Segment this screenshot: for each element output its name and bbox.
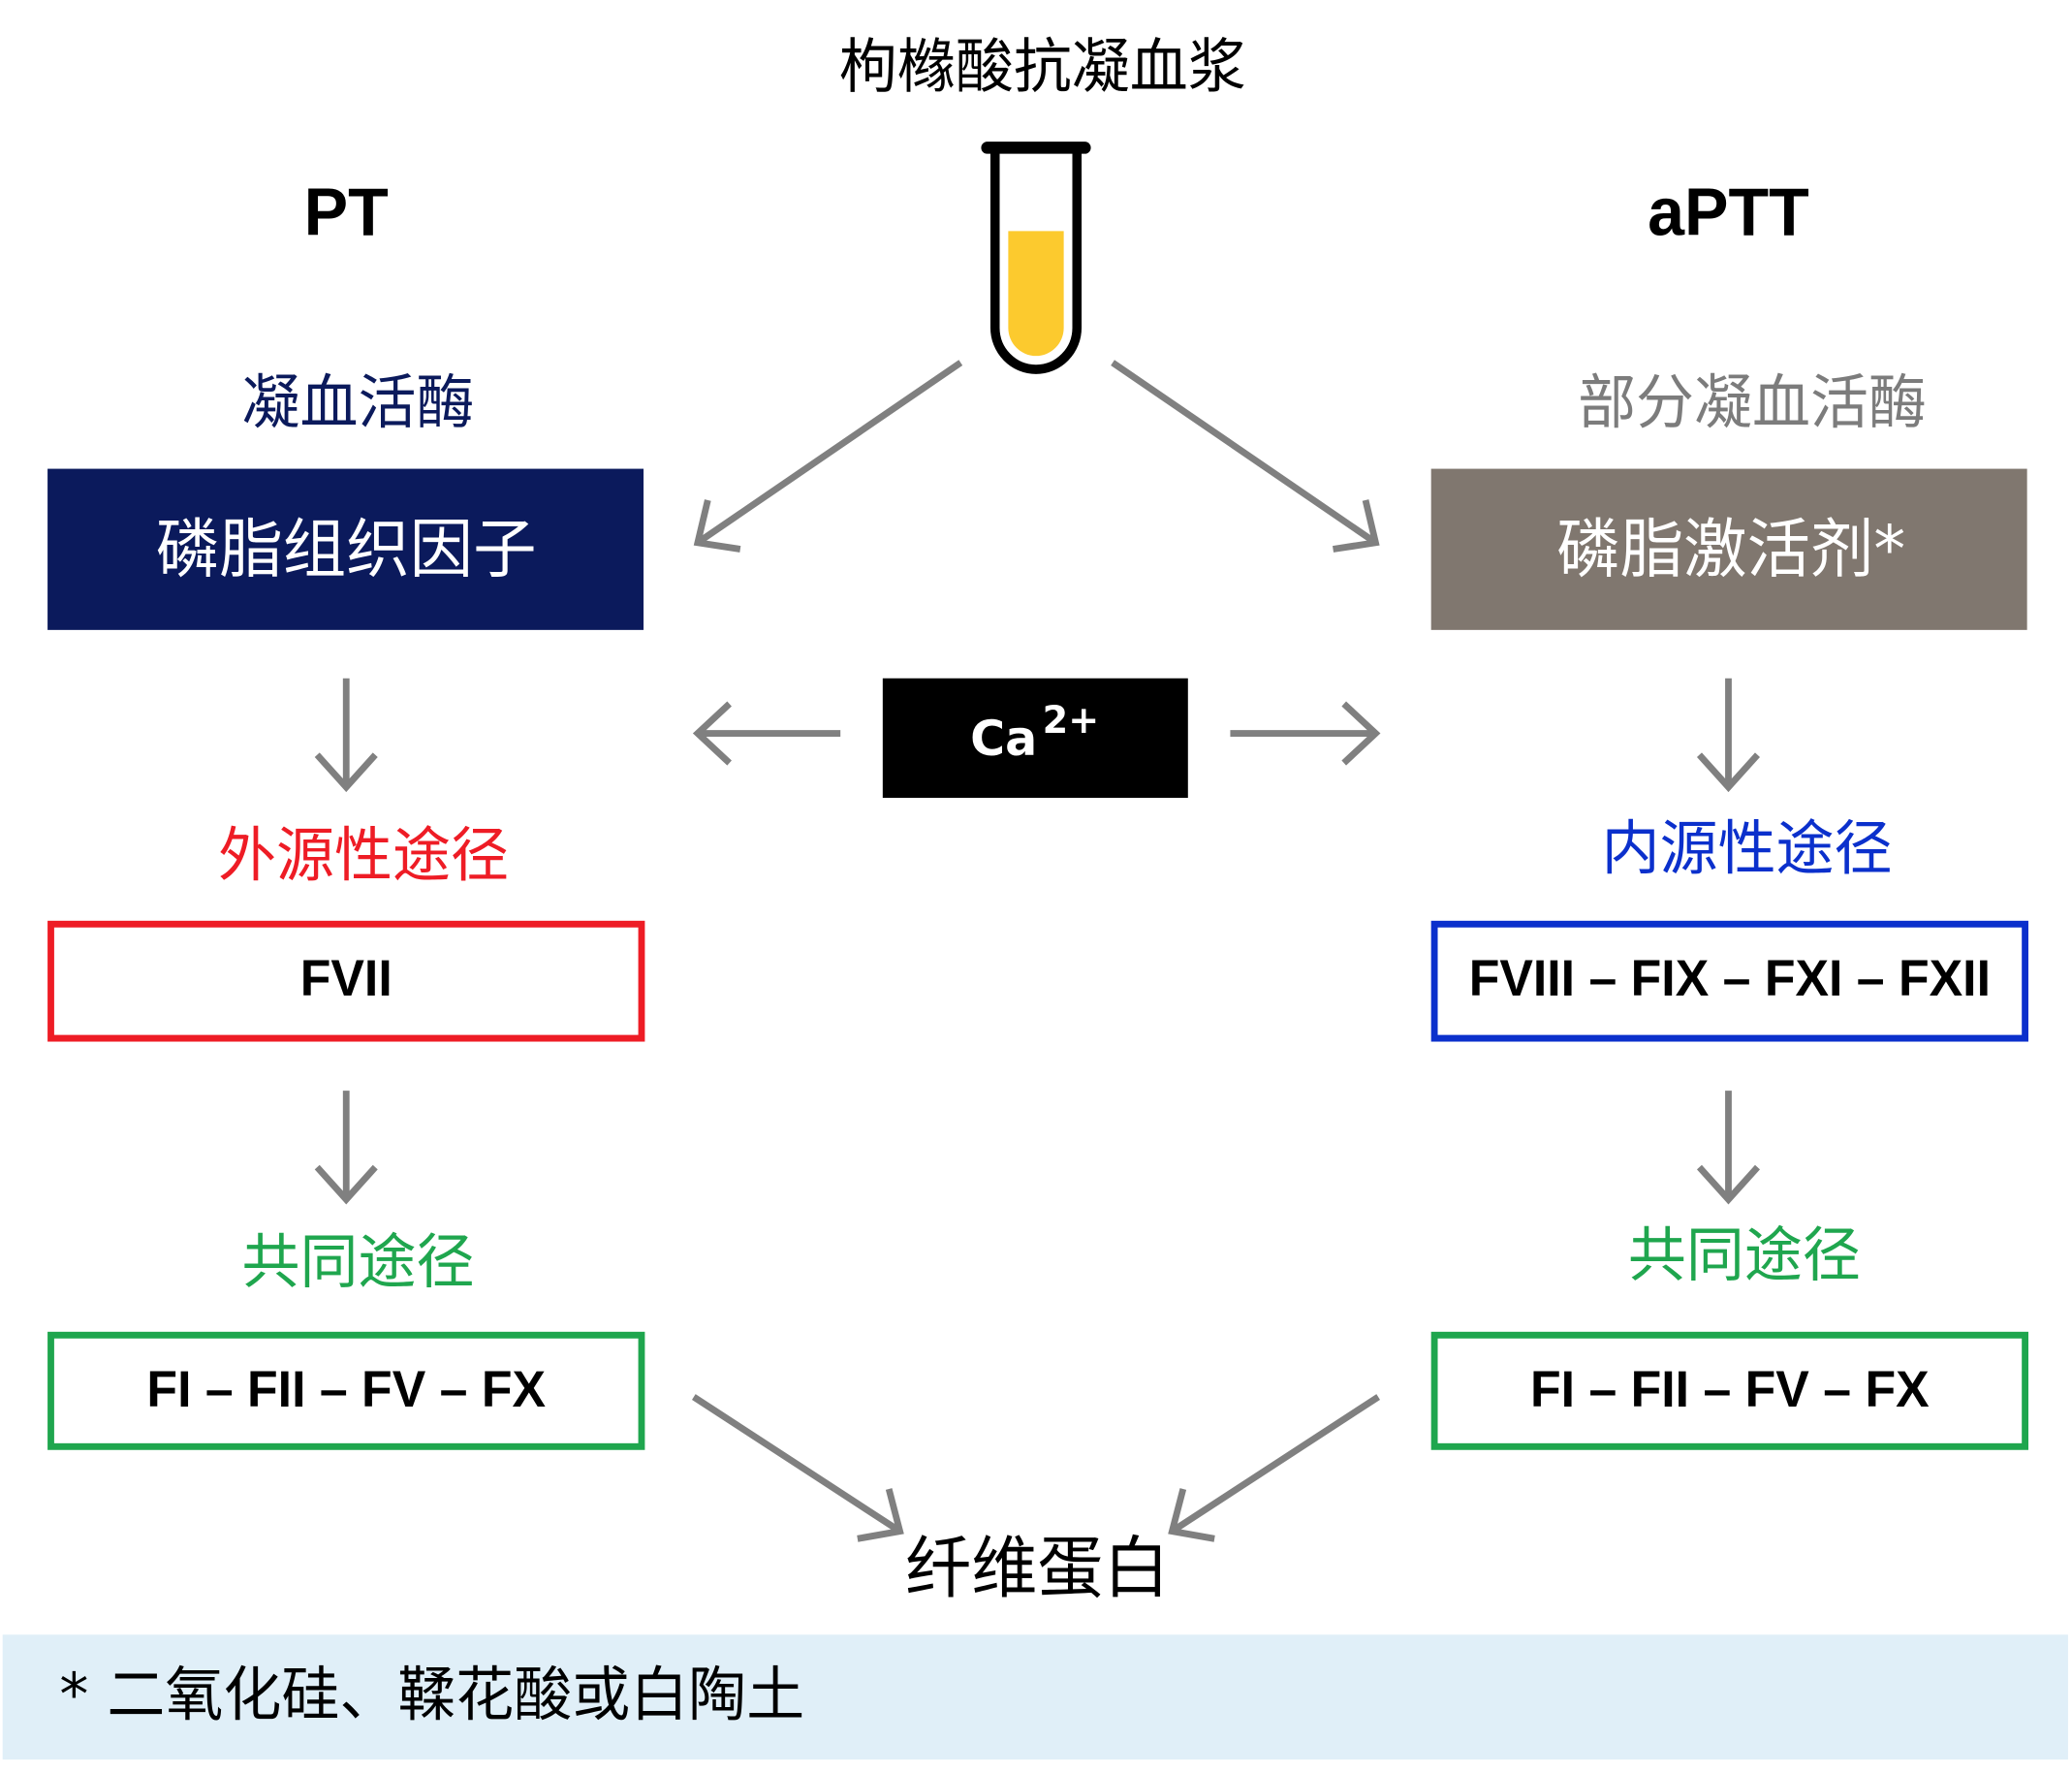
pt-reagent-box-text: 磷脂组织因子 xyxy=(156,512,537,587)
aptt-reagent-label: 部分凝血活酶 xyxy=(1578,368,1927,437)
intrinsic-factors-text: FVIII – FIX – FXI – FXII xyxy=(1469,951,1991,1007)
pt-reagent-label: 凝血活酶 xyxy=(242,368,475,437)
pt-common-factors-box: FI – FII – FV – FX xyxy=(47,1331,645,1450)
aptt-title: aPTT xyxy=(1648,174,1809,250)
aptt-reagent-box: 磷脂激活剂* xyxy=(1430,468,2027,630)
aptt-common-factors-box: FI – FII – FV – FX xyxy=(1430,1331,2029,1450)
aptt-common-factors-text: FI – FII – FV – FX xyxy=(1530,1362,1930,1418)
arrow-tube-to-pt-icon xyxy=(693,360,963,553)
aptt-reagent-box-text: 磷脂激活剂* xyxy=(1556,512,1905,587)
footnote-text: * 二氧化硅、鞣花酸或白陶土 xyxy=(59,1661,804,1729)
calcium-symbol: Ca xyxy=(970,711,1037,767)
extrinsic-pathway-label: 外源性途径 xyxy=(218,821,509,890)
extrinsic-factors-text: FVII xyxy=(300,951,392,1007)
pt-title: PT xyxy=(304,174,389,250)
calcium-charge: 2+ xyxy=(1043,698,1100,742)
intrinsic-pathway-label: 内源性途径 xyxy=(1602,814,1893,883)
footnote: * 二氧化硅、鞣花酸或白陶土 xyxy=(2,1634,2068,1760)
fibrin-label: 纤维蛋白 xyxy=(905,1530,1170,1608)
extrinsic-factors-box: FVII xyxy=(47,920,645,1042)
aptt-common-pathway-label: 共同途径 xyxy=(1628,1221,1861,1290)
arrow-pt-common-to-fibrin-icon xyxy=(692,1394,904,1542)
test-tube-icon xyxy=(981,142,1091,374)
arrow-aptt-common-to-fibrin-icon xyxy=(1168,1394,1380,1542)
arrows xyxy=(314,360,1760,1542)
pt-common-factors-text: FI – FII – FV – FX xyxy=(146,1362,546,1418)
arrow-tube-to-aptt-icon xyxy=(1111,360,1380,553)
plasma-label: 枸橼酸抗凝血浆 xyxy=(839,33,1246,102)
pt-reagent-box: 磷脂组织因子 xyxy=(47,468,644,630)
intrinsic-factors-box: FVIII – FIX – FXI – FXII xyxy=(1430,920,2029,1042)
pt-common-pathway-label: 共同途径 xyxy=(242,1228,475,1297)
